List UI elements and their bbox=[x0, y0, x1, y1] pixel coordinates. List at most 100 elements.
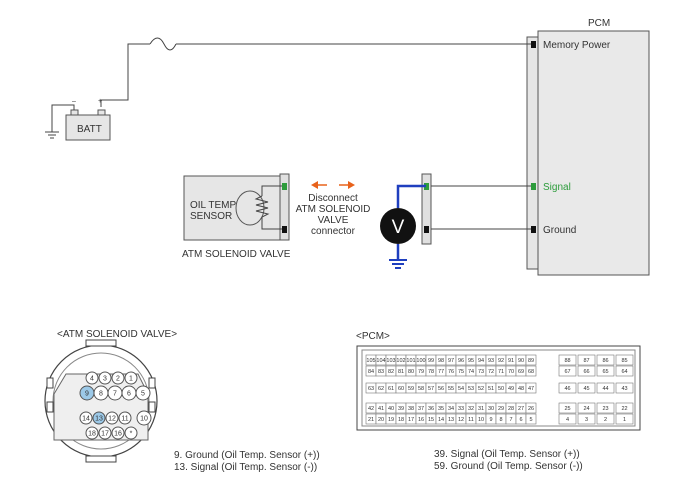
sensor-caption: ATM SOLENOID VALVE bbox=[182, 249, 291, 260]
pcm-pin-label: 49 bbox=[508, 386, 514, 392]
pcm-pin: 3 bbox=[577, 413, 596, 425]
atm-note-1: 9. Ground (Oil Temp. Sensor (+)) bbox=[174, 450, 320, 461]
sensor-label-2: SENSOR bbox=[190, 211, 232, 222]
pcm-pin-label: 30 bbox=[488, 406, 494, 412]
pcm-pin-label: 31 bbox=[478, 406, 484, 412]
pcm-pin: 102 bbox=[395, 354, 407, 366]
pcm-pin: 100 bbox=[415, 354, 427, 366]
pcm-pin-label: 102 bbox=[396, 358, 405, 364]
pcm-pin: 70 bbox=[505, 365, 517, 377]
pcm-pin-label: 7 bbox=[509, 417, 512, 423]
pcm-pin-label: 84 bbox=[368, 369, 374, 375]
pcm-pin-label: 16 bbox=[418, 417, 424, 423]
pcm-pin-label: 58 bbox=[418, 386, 424, 392]
pcm-pin-label: 70 bbox=[508, 369, 514, 375]
pcm-pin: 19 bbox=[385, 413, 397, 425]
pcm-pin: 35 bbox=[435, 402, 447, 414]
pcm-pin-ground bbox=[531, 226, 536, 233]
pcm-pin: 13 bbox=[445, 413, 457, 425]
pcm-pin-label: 35 bbox=[438, 406, 444, 412]
pcm-pin-label: 95 bbox=[468, 358, 474, 364]
atm-pin-label: 2 bbox=[116, 376, 120, 383]
pcm-pin: 44 bbox=[596, 382, 615, 394]
pcm-pin: 90 bbox=[515, 354, 527, 366]
pcm-pin-label: 72 bbox=[488, 369, 494, 375]
disconnect-arrows bbox=[311, 181, 355, 189]
pcm-pin: 93 bbox=[485, 354, 497, 366]
atm-pin: 14 bbox=[79, 411, 93, 425]
pcm-pin: 30 bbox=[485, 402, 497, 414]
pcm-pin: 2 bbox=[596, 413, 615, 425]
pcm-pin: 23 bbox=[596, 402, 615, 414]
atm-pin: 1 bbox=[124, 371, 138, 385]
pcm-pin: 91 bbox=[505, 354, 517, 366]
pcm-pin: 40 bbox=[385, 402, 397, 414]
atm-pin-label: 5 bbox=[141, 391, 145, 398]
atm-pin: * bbox=[124, 426, 138, 440]
pcm-pin-label: 105 bbox=[366, 358, 375, 364]
atm-pin: 8 bbox=[93, 385, 109, 401]
pcm-pin-label: 19 bbox=[388, 417, 394, 423]
pcm-pin-label: 101 bbox=[406, 358, 415, 364]
pcm-pin-label: 53 bbox=[468, 386, 474, 392]
pcm-pin-label: 21 bbox=[368, 417, 374, 423]
memory-power-label: Memory Power bbox=[543, 40, 611, 51]
atm-note-2: 13. Signal (Oil Temp. Sensor (-)) bbox=[174, 462, 317, 473]
pcm-pin-label: 60 bbox=[398, 386, 404, 392]
pcm-pin-label: 15 bbox=[428, 417, 434, 423]
pcm-pin: 68 bbox=[525, 365, 537, 377]
pcm-pin: 4 bbox=[558, 413, 577, 425]
battery-label: BATT bbox=[77, 124, 102, 135]
pcm-note-2: 59. Ground (Oil Temp. Sensor (-)) bbox=[434, 461, 583, 472]
pcm-pin: 51 bbox=[485, 382, 497, 394]
disconnect-note-2: ATM SOLENOID bbox=[296, 204, 371, 215]
disconnect-note-1: Disconnect bbox=[308, 193, 358, 204]
pcm-pin-label: 83 bbox=[378, 369, 384, 375]
pcm-pin: 84 bbox=[365, 365, 377, 377]
pcm-note-1: 39. Signal (Oil Temp. Sensor (+)) bbox=[434, 449, 580, 460]
atm-pin: 11 bbox=[118, 411, 132, 425]
pcm-pin-label: 92 bbox=[498, 358, 504, 364]
atm-pin-label: 17 bbox=[101, 431, 109, 438]
pcm-pin: 89 bbox=[525, 354, 537, 366]
voltmeter-label: V bbox=[392, 217, 405, 238]
pcm-pin-label: 57 bbox=[428, 386, 434, 392]
pcm-title: PCM bbox=[588, 18, 610, 29]
pcm-pin-label: 71 bbox=[498, 369, 504, 375]
pcm-pin: 92 bbox=[495, 354, 507, 366]
pcm-pin-label: 29 bbox=[498, 406, 504, 412]
atm-pin-label: 10 bbox=[140, 416, 148, 423]
pcm-pin: 24 bbox=[577, 402, 596, 414]
pcm-pin-label: 9 bbox=[489, 417, 492, 423]
pcm-pin: 39 bbox=[395, 402, 407, 414]
atm-pin-label: 9 bbox=[85, 391, 89, 398]
pcm-pin-label: 94 bbox=[478, 358, 484, 364]
harness-connector bbox=[421, 173, 432, 245]
pcm-pin-label: 62 bbox=[378, 386, 384, 392]
atm-pin: 16 bbox=[111, 426, 125, 440]
pcm-pin: 49 bbox=[505, 382, 517, 394]
pcm-pin-label: 2 bbox=[604, 417, 607, 423]
pcm-module bbox=[526, 30, 650, 276]
pcm-pin-label: 4 bbox=[566, 417, 569, 423]
pcm-pin: 26 bbox=[525, 402, 537, 414]
pcm-pin-label: 74 bbox=[468, 369, 474, 375]
pcm-pin-label: 75 bbox=[458, 369, 464, 375]
pcm-pin-label: 13 bbox=[448, 417, 454, 423]
pcm-pin: 79 bbox=[415, 365, 427, 377]
pcm-pin: 41 bbox=[375, 402, 387, 414]
pcm-pin-label: 77 bbox=[438, 369, 444, 375]
pcm-pin: 98 bbox=[435, 354, 447, 366]
pcm-pin: 97 bbox=[445, 354, 457, 366]
pcm-pin-label: 85 bbox=[621, 358, 627, 364]
pcm-pin-label: 61 bbox=[388, 386, 394, 392]
pcm-pin: 101 bbox=[405, 354, 417, 366]
pcm-pin: 33 bbox=[455, 402, 467, 414]
pcm-pin-label: 23 bbox=[602, 406, 608, 412]
atm-pin: 3 bbox=[98, 371, 112, 385]
pcm-pin-label: 41 bbox=[378, 406, 384, 412]
pcm-pin-label: 87 bbox=[583, 358, 589, 364]
pcm-pin-label: 78 bbox=[428, 369, 434, 375]
pcm-pin: 18 bbox=[395, 413, 407, 425]
battery-ground bbox=[45, 104, 75, 139]
